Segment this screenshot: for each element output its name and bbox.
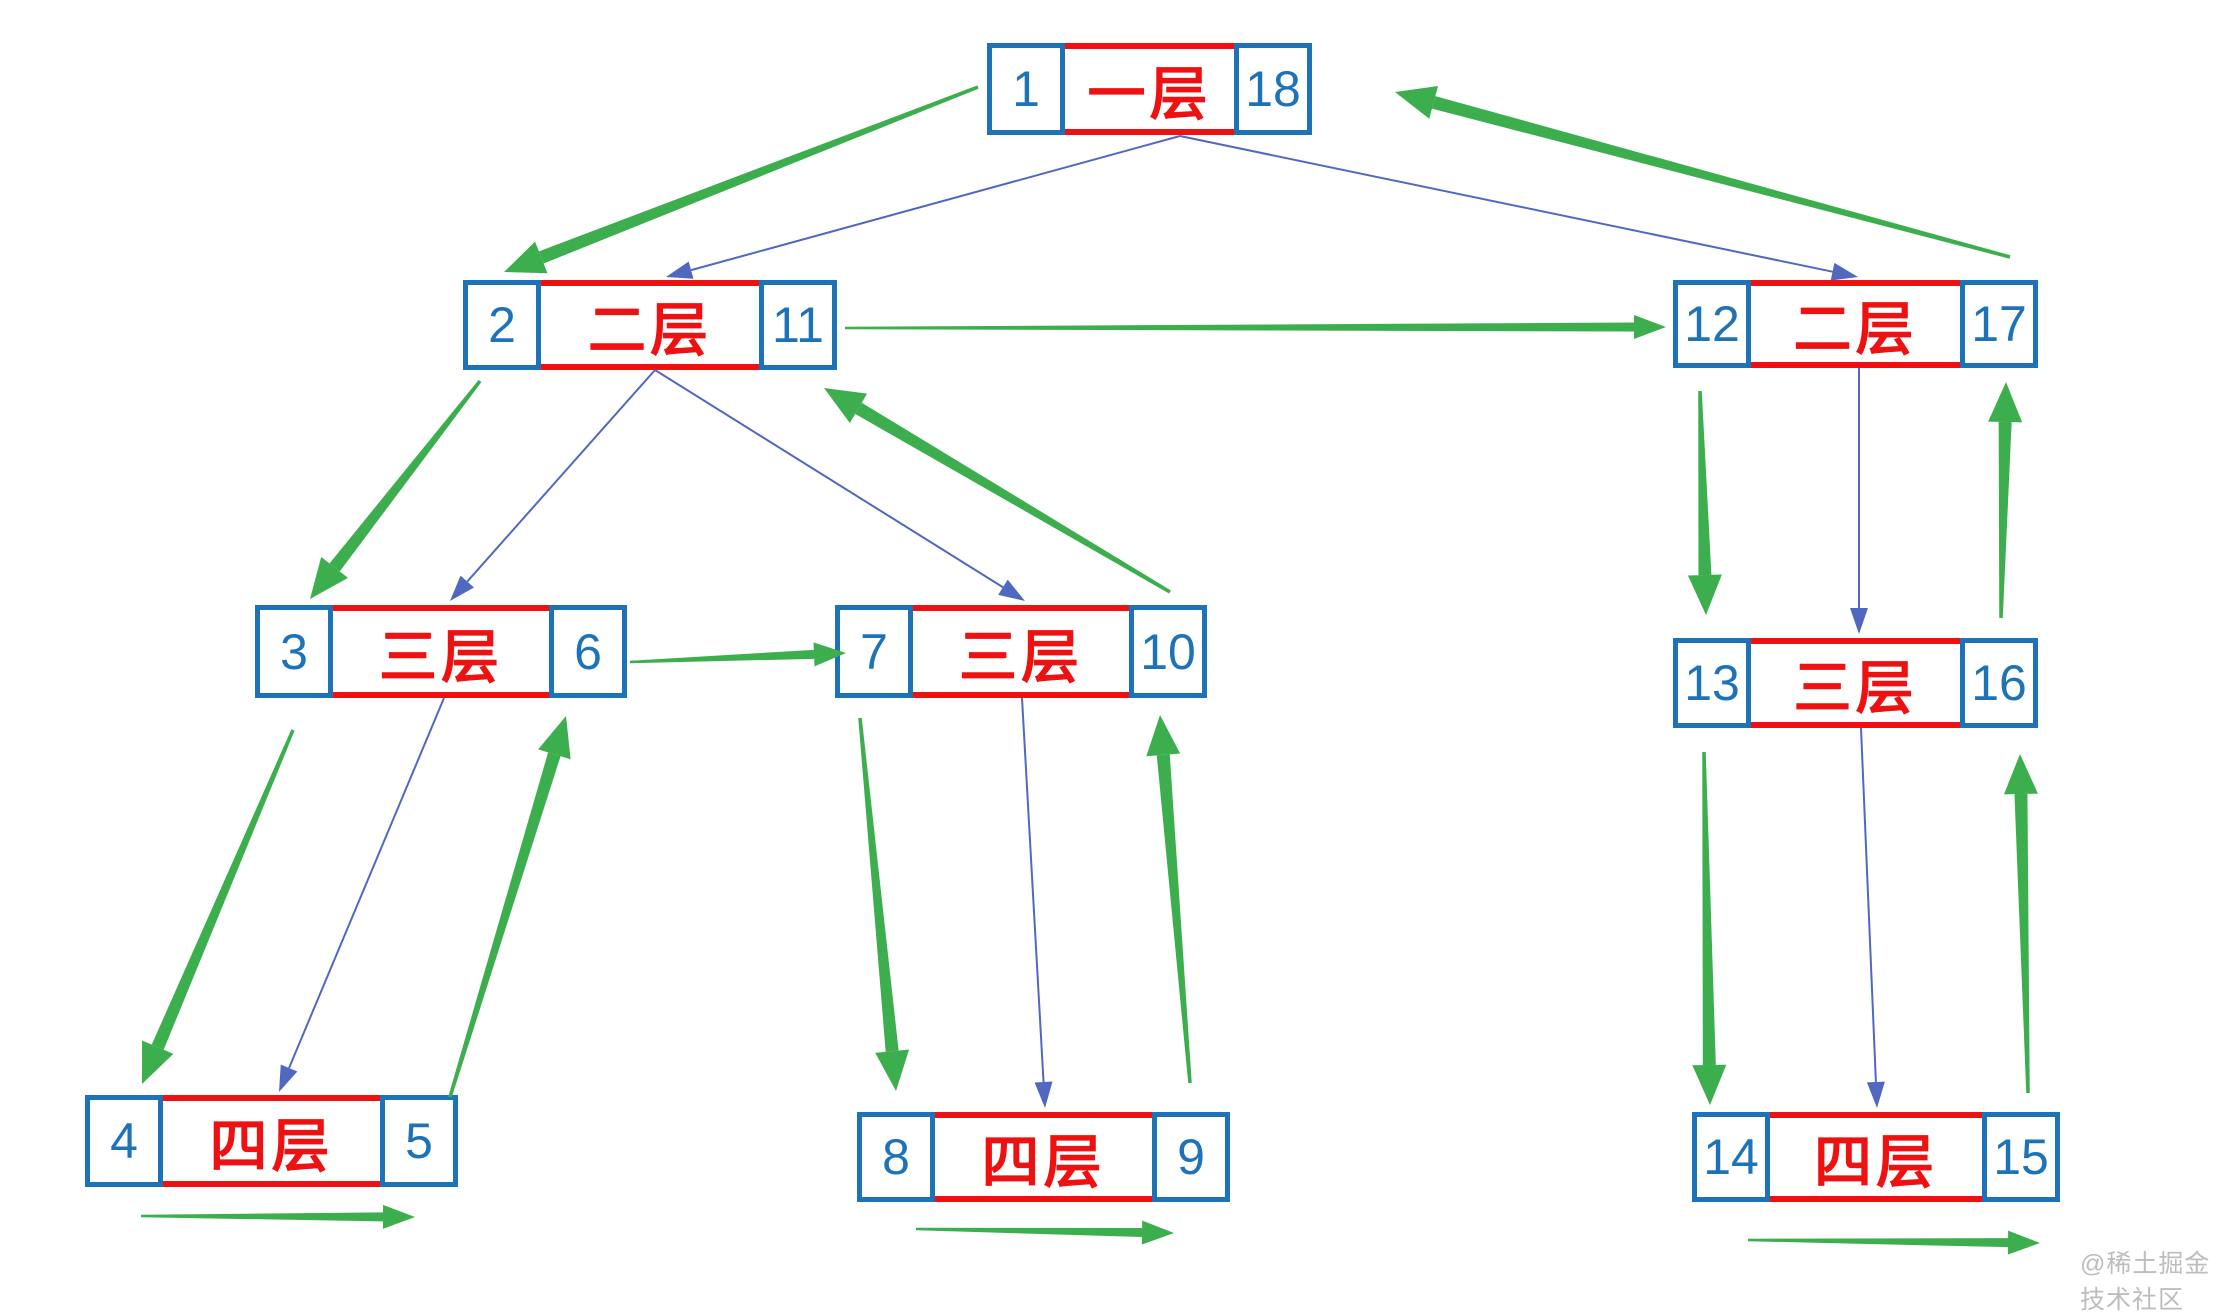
step-13-to-14-head (1692, 1064, 1727, 1105)
layer-label: 三层 (913, 605, 1129, 698)
edge-2-to-7-head (998, 579, 1025, 601)
layer-label: 四层 (935, 1112, 1152, 1202)
edge-7-to-8 (1021, 697, 1045, 1083)
entry-time: 8 (857, 1112, 935, 1202)
node-12: 12 二层 17 (1673, 280, 2038, 368)
step-13-to-14 (1702, 751, 1716, 1066)
entry-time: 3 (255, 605, 333, 698)
step-12-to-13-head (1687, 574, 1722, 615)
layer-label: 一层 (1065, 43, 1234, 135)
step-14-to-15-head (2007, 1230, 2040, 1255)
step-15-to-16 (2014, 793, 2030, 1094)
step-7-to-8 (858, 717, 899, 1052)
exit-time: 9 (1152, 1112, 1230, 1202)
step-9-to-10-head (1146, 715, 1181, 757)
step-4-to-5 (140, 1212, 384, 1222)
edge-3-to-4-head (279, 1064, 298, 1092)
step-2-to-3 (329, 379, 482, 572)
edge-2-to-3 (466, 369, 656, 583)
node-2: 2 二层 11 (463, 280, 837, 370)
step-10-to-11 (855, 402, 1171, 594)
exit-time: 5 (380, 1095, 458, 1187)
step-7-to-8-head (875, 1049, 910, 1091)
step-17-to-18-head (1395, 85, 1439, 119)
step-16-to-17-head (1988, 382, 2023, 423)
entry-time: 1 (987, 43, 1065, 135)
step-9-to-10 (1156, 754, 1192, 1084)
edge-1-to-12 (1179, 135, 1833, 273)
euler-tour-tree-diagram: 1 一层 18 2 二层 11 12 二层 17 3 三层 6 7 三层 10 … (85, 43, 2210, 1314)
node-7: 7 三层 10 (835, 605, 1207, 698)
node-3: 3 三层 6 (255, 605, 627, 698)
node-13: 13 三层 16 (1673, 638, 2038, 728)
step-2-to-3-head (310, 557, 349, 599)
edge-13-to-14 (1860, 727, 1877, 1083)
step-1-to-2-head (504, 241, 548, 274)
layer-label: 四层 (163, 1095, 380, 1187)
exit-time: 17 (1960, 280, 2038, 368)
step-4-to-5-head (382, 1204, 415, 1229)
step-15-to-16-head (2003, 754, 2038, 795)
step-17-to-18 (1431, 96, 2011, 259)
step-5-to-6-head (538, 716, 571, 760)
exit-time: 11 (759, 280, 837, 370)
edge-1-to-2 (690, 135, 1181, 272)
step-11-to-12-head (1633, 315, 1666, 340)
entry-time: 4 (85, 1095, 163, 1187)
exit-time: 10 (1129, 605, 1207, 698)
layer-label: 二层 (1751, 280, 1960, 368)
watermark: @稀土掘金技术社区 (2080, 1250, 2211, 1314)
entry-time: 14 (1692, 1112, 1770, 1202)
step-6-to-7 (629, 649, 815, 664)
step-5-to-6 (448, 752, 561, 1098)
node-8: 8 四层 9 (857, 1112, 1230, 1202)
edge-13-to-14-head (1866, 1081, 1885, 1108)
entry-time: 7 (835, 605, 913, 698)
layer-label: 三层 (333, 605, 549, 698)
edge-12-to-13-head (1850, 608, 1868, 634)
layer-label: 二层 (541, 280, 759, 370)
edge-1-to-2-head (666, 261, 694, 279)
layer-label: 四层 (1770, 1112, 1982, 1202)
exit-time: 15 (1982, 1112, 2060, 1202)
edge-3-to-4 (288, 697, 445, 1069)
entry-time: 13 (1673, 638, 1751, 728)
step-11-to-12 (844, 322, 1635, 332)
edge-2-to-7 (654, 369, 1004, 589)
entry-time: 12 (1673, 280, 1751, 368)
entry-time: 2 (463, 280, 541, 370)
step-1-to-2 (538, 85, 979, 264)
node-4: 4 四层 5 (85, 1095, 458, 1187)
exit-time: 18 (1234, 43, 1312, 135)
edge-1-to-12-head (1830, 262, 1858, 281)
step-12-to-13 (1698, 390, 1712, 576)
step-10-to-11-head (824, 388, 868, 423)
step-8-to-9-head (1141, 1220, 1174, 1245)
step-16-to-17 (1998, 421, 2012, 619)
exit-time: 6 (549, 605, 627, 698)
node-1: 1 一层 18 (987, 43, 1312, 135)
step-14-to-15 (1747, 1238, 2009, 1248)
edge-7-to-8-head (1034, 1081, 1053, 1108)
exit-time: 16 (1960, 638, 2038, 728)
step-8-to-9 (915, 1227, 1143, 1238)
step-3-to-4 (151, 729, 295, 1050)
step-3-to-4-head (142, 1040, 174, 1084)
layer-label: 三层 (1751, 638, 1960, 728)
edge-2-to-3-head (450, 575, 474, 601)
node-14: 14 四层 15 (1692, 1112, 2060, 1202)
